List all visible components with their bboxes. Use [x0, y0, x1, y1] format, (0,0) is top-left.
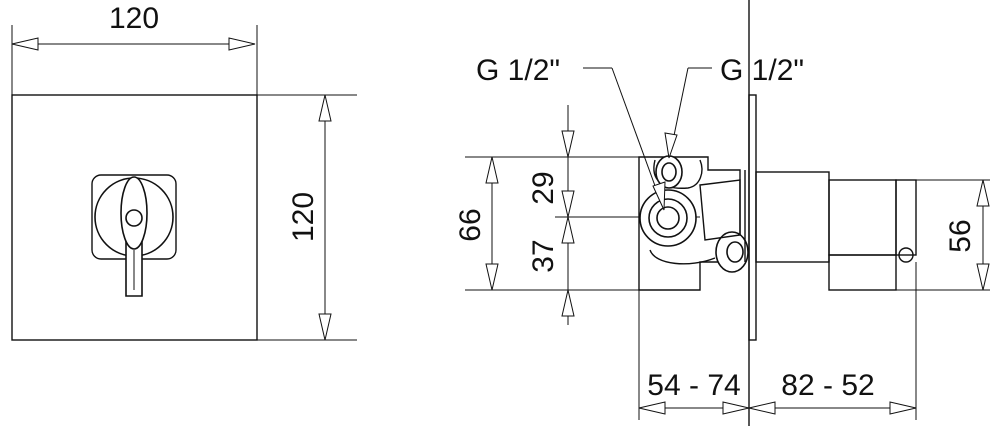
thread-callout-left: G 1/2" — [476, 54, 666, 211]
thread-right-label: G 1/2" — [720, 54, 804, 87]
right-height-dimension: 56 — [944, 179, 990, 291]
thread-callout-right: G 1/2" — [664, 54, 804, 159]
cover-plate — [11, 94, 258, 341]
height-dimension-label: 120 — [287, 192, 320, 242]
overall-height-dimension: 66 — [454, 156, 499, 291]
overall-height-label: 66 — [454, 208, 487, 241]
width-dimension: 120 — [11, 2, 256, 51]
side-view: 66 29 37 56 54 - 74 — [454, 0, 990, 426]
right-height-label: 56 — [944, 219, 977, 252]
valve-body — [638, 155, 749, 291]
upper-offset-label: 29 — [527, 171, 560, 204]
extension-range-label: 82 - 52 — [781, 369, 874, 402]
extension-body — [755, 171, 990, 291]
front-view: 120 120 — [11, 2, 357, 341]
height-dimension: 120 — [287, 94, 332, 341]
lower-offset-label: 37 — [527, 239, 560, 272]
width-dimension-label: 120 — [109, 2, 159, 35]
extension-dimension: 82 - 52 — [748, 369, 917, 415]
depth-range-label: 54 - 74 — [647, 369, 740, 402]
depth-dimension: 54 - 74 — [638, 369, 750, 415]
handle-assembly — [91, 174, 177, 297]
offset-dimension: 29 37 — [527, 105, 575, 325]
thread-left-label: G 1/2" — [476, 54, 560, 87]
